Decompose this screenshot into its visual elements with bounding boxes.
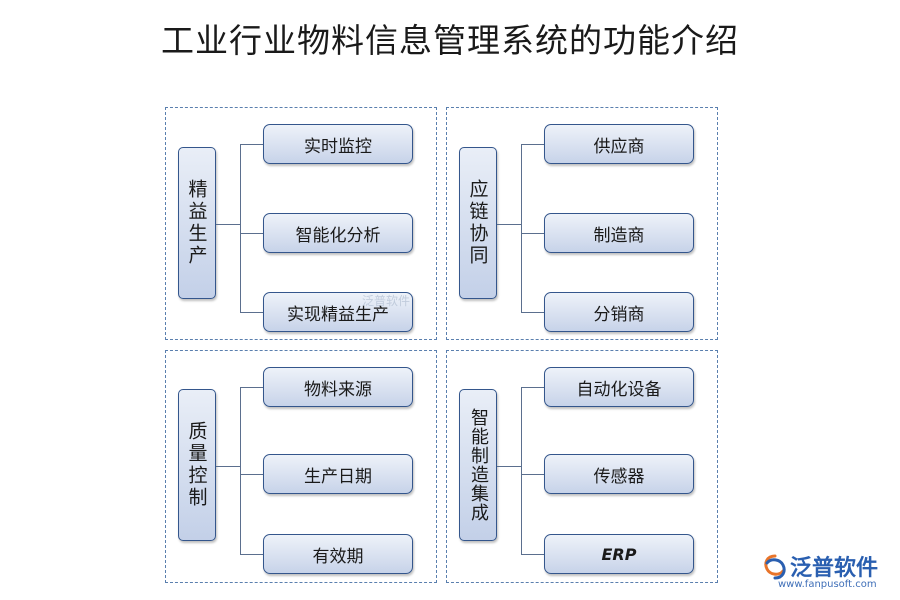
connector — [521, 554, 545, 555]
logo-name: 泛普软件 — [790, 556, 879, 581]
connector — [240, 312, 264, 313]
connector — [521, 144, 522, 312]
connector — [240, 144, 264, 145]
hub-label: 质量控制 — [185, 421, 208, 509]
connector — [521, 233, 545, 234]
connector — [240, 554, 264, 555]
connector — [240, 233, 264, 234]
node-realtime-monitoring: 实时监控 — [263, 124, 413, 164]
node-material-source: 物料来源 — [263, 367, 413, 407]
connector — [521, 312, 545, 313]
hub-smart-manufacturing: 智能制造集成 — [459, 389, 497, 541]
page-title: 工业行业物料信息管理系统的功能介绍 — [161, 21, 739, 60]
connector — [521, 144, 545, 145]
node-distributor: 分销商 — [544, 292, 694, 332]
hub-label: 智能制造集成 — [468, 408, 489, 522]
panel-supply-chain — [446, 107, 718, 340]
connector — [240, 387, 264, 388]
connector — [216, 224, 240, 225]
panel-smart-manufacturing — [446, 350, 718, 583]
panel-quality-control — [165, 350, 437, 583]
connector — [240, 144, 241, 312]
connector — [521, 474, 545, 475]
connector — [521, 387, 522, 554]
panel-lean-production — [165, 107, 437, 340]
node-expiry-date: 有效期 — [263, 534, 413, 574]
logo-swirl-icon — [764, 554, 786, 580]
node-automation-equipment: 自动化设备 — [544, 367, 694, 407]
hub-label: 应链协同 — [466, 179, 489, 267]
node-erp: ERP — [544, 534, 694, 574]
node-achieve-lean-production: 实现精益生产 — [263, 292, 413, 332]
node-manufacturer: 制造商 — [544, 213, 694, 253]
node-sensor: 传感器 — [544, 454, 694, 494]
connector — [521, 387, 545, 388]
logo-url: www.fanpusoft.com — [778, 579, 877, 590]
node-production-date: 生产日期 — [263, 454, 413, 494]
hub-supply-chain: 应链协同 — [459, 147, 497, 299]
hub-label: 精益生产 — [185, 179, 208, 267]
connector — [240, 474, 264, 475]
connector — [240, 387, 241, 554]
connector — [497, 224, 521, 225]
brand-logo: 泛普软件 www.fanpusoft.com — [762, 550, 892, 594]
hub-quality-control: 质量控制 — [178, 389, 216, 541]
hub-lean-production: 精益生产 — [178, 147, 216, 299]
node-supplier: 供应商 — [544, 124, 694, 164]
connector — [216, 466, 240, 467]
connector — [497, 466, 521, 467]
watermark: 泛普软件 — [362, 294, 411, 308]
node-intelligent-analysis: 智能化分析 — [263, 213, 413, 253]
